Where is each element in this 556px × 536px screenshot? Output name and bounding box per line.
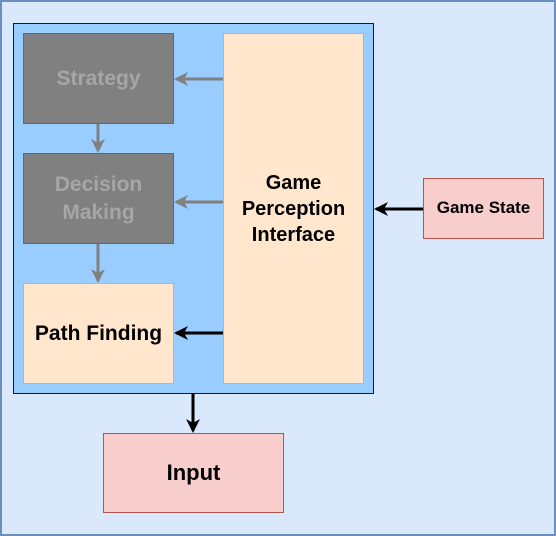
edge-ai-system-to-input bbox=[186, 393, 200, 433]
decision-making-node: Decision Making bbox=[23, 153, 174, 244]
edge-gpi-to-path-finding bbox=[174, 326, 223, 340]
path-finding-node: Path Finding bbox=[23, 283, 174, 384]
edge-gpi-to-decision-making bbox=[174, 195, 223, 209]
input-label: Input bbox=[166, 459, 221, 485]
game-perception-interface-label: Game Perception Interface bbox=[241, 171, 346, 246]
game-state-node: Game State bbox=[423, 178, 544, 239]
edge-game-state-to-gpi bbox=[374, 202, 423, 216]
path-finding-label: Path Finding bbox=[34, 321, 163, 345]
strategy-label: Strategy bbox=[56, 66, 141, 90]
input-node: Input bbox=[103, 433, 284, 513]
game-state-label: Game State bbox=[436, 198, 531, 218]
edge-gpi-to-strategy bbox=[174, 72, 223, 86]
edge-decision-making-to-path-finding bbox=[91, 244, 105, 283]
edge-strategy-to-decision-making bbox=[91, 124, 105, 153]
strategy-node: Strategy bbox=[23, 33, 174, 124]
decision-making-label: Decision Making bbox=[54, 173, 143, 224]
game-perception-interface-node: Game Perception Interface bbox=[223, 33, 364, 384]
